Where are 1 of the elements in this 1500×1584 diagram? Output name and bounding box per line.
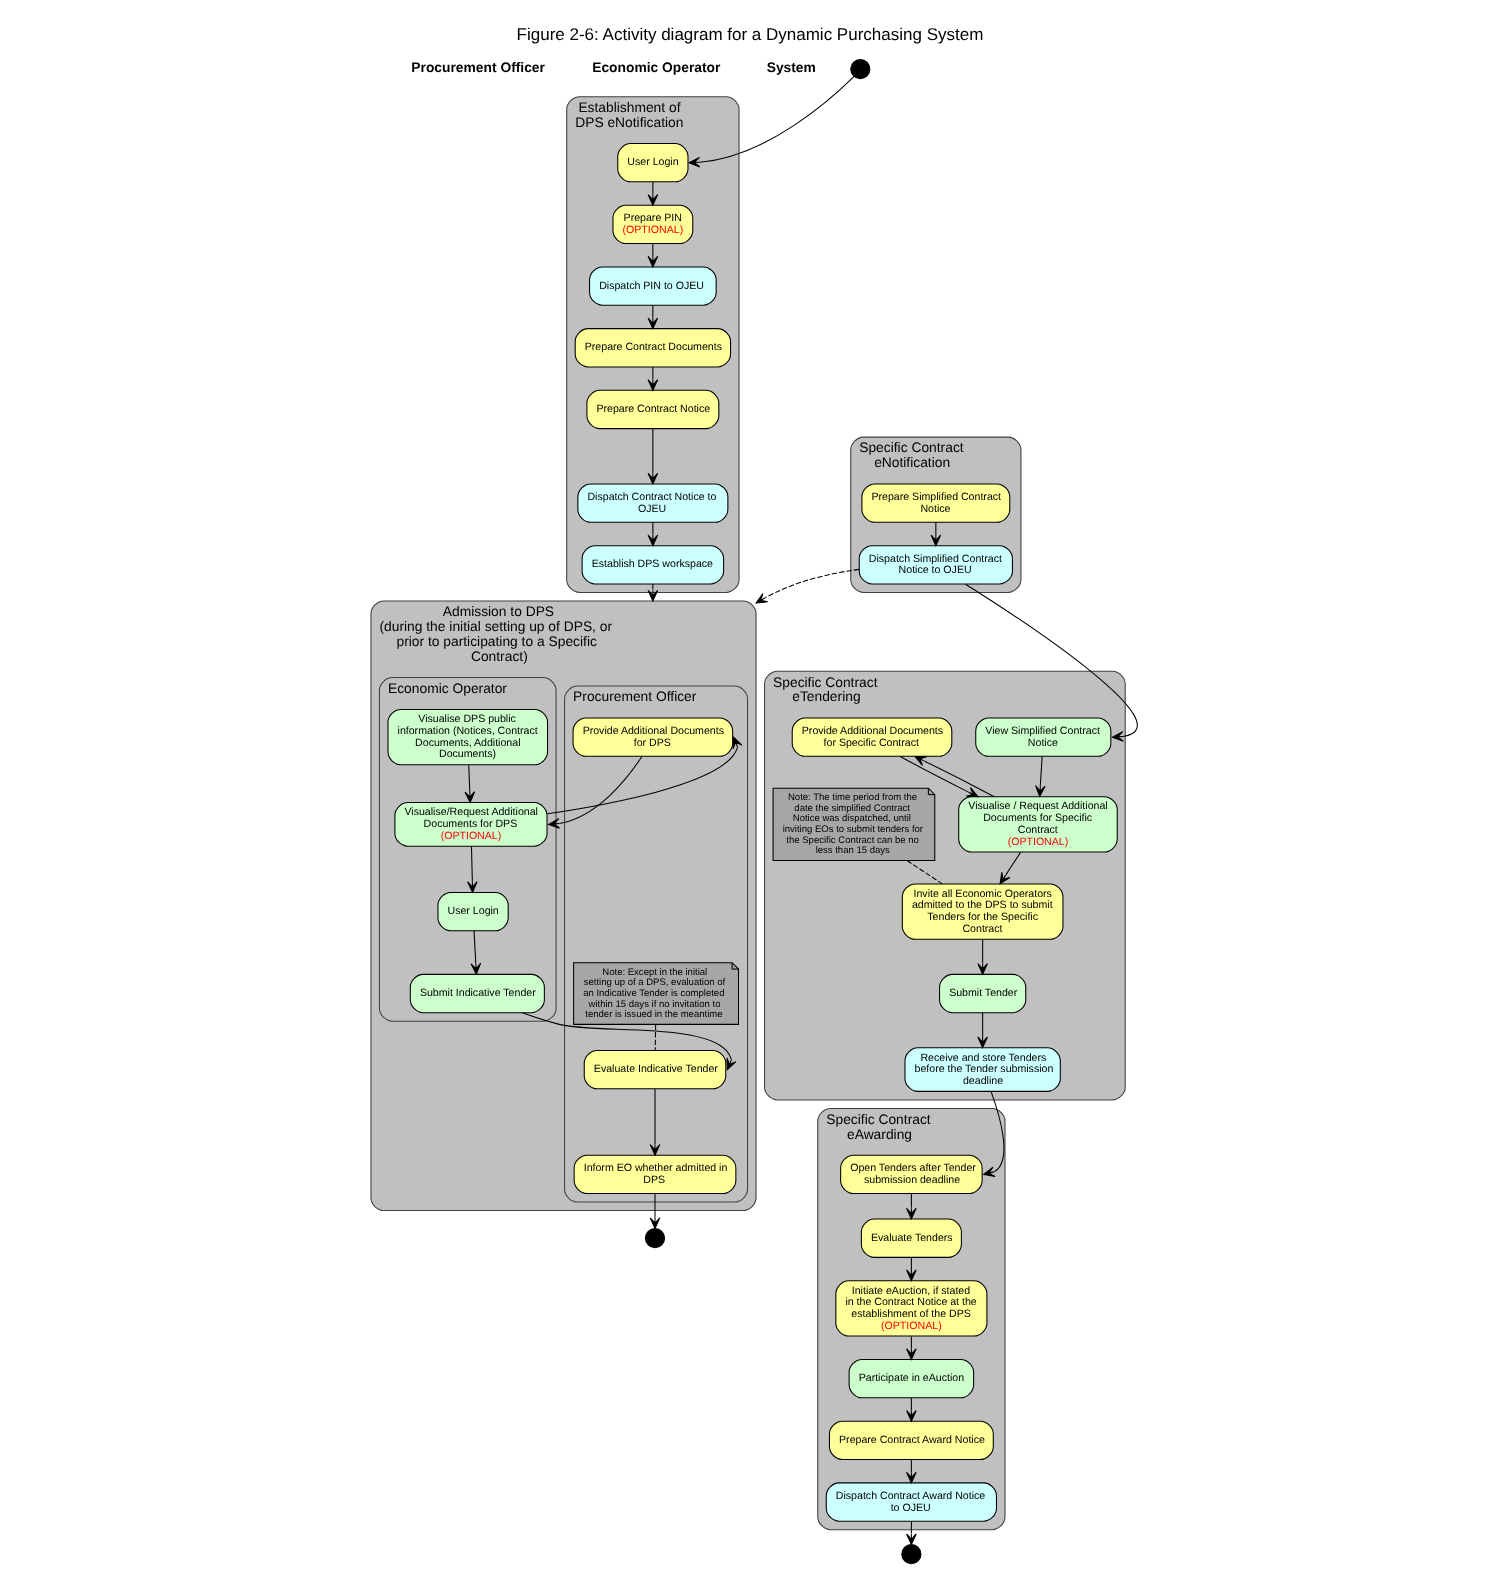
diagram-title: Figure 2-6: Activity diagram for a Dynamic Purchasing System	[516, 23, 984, 44]
